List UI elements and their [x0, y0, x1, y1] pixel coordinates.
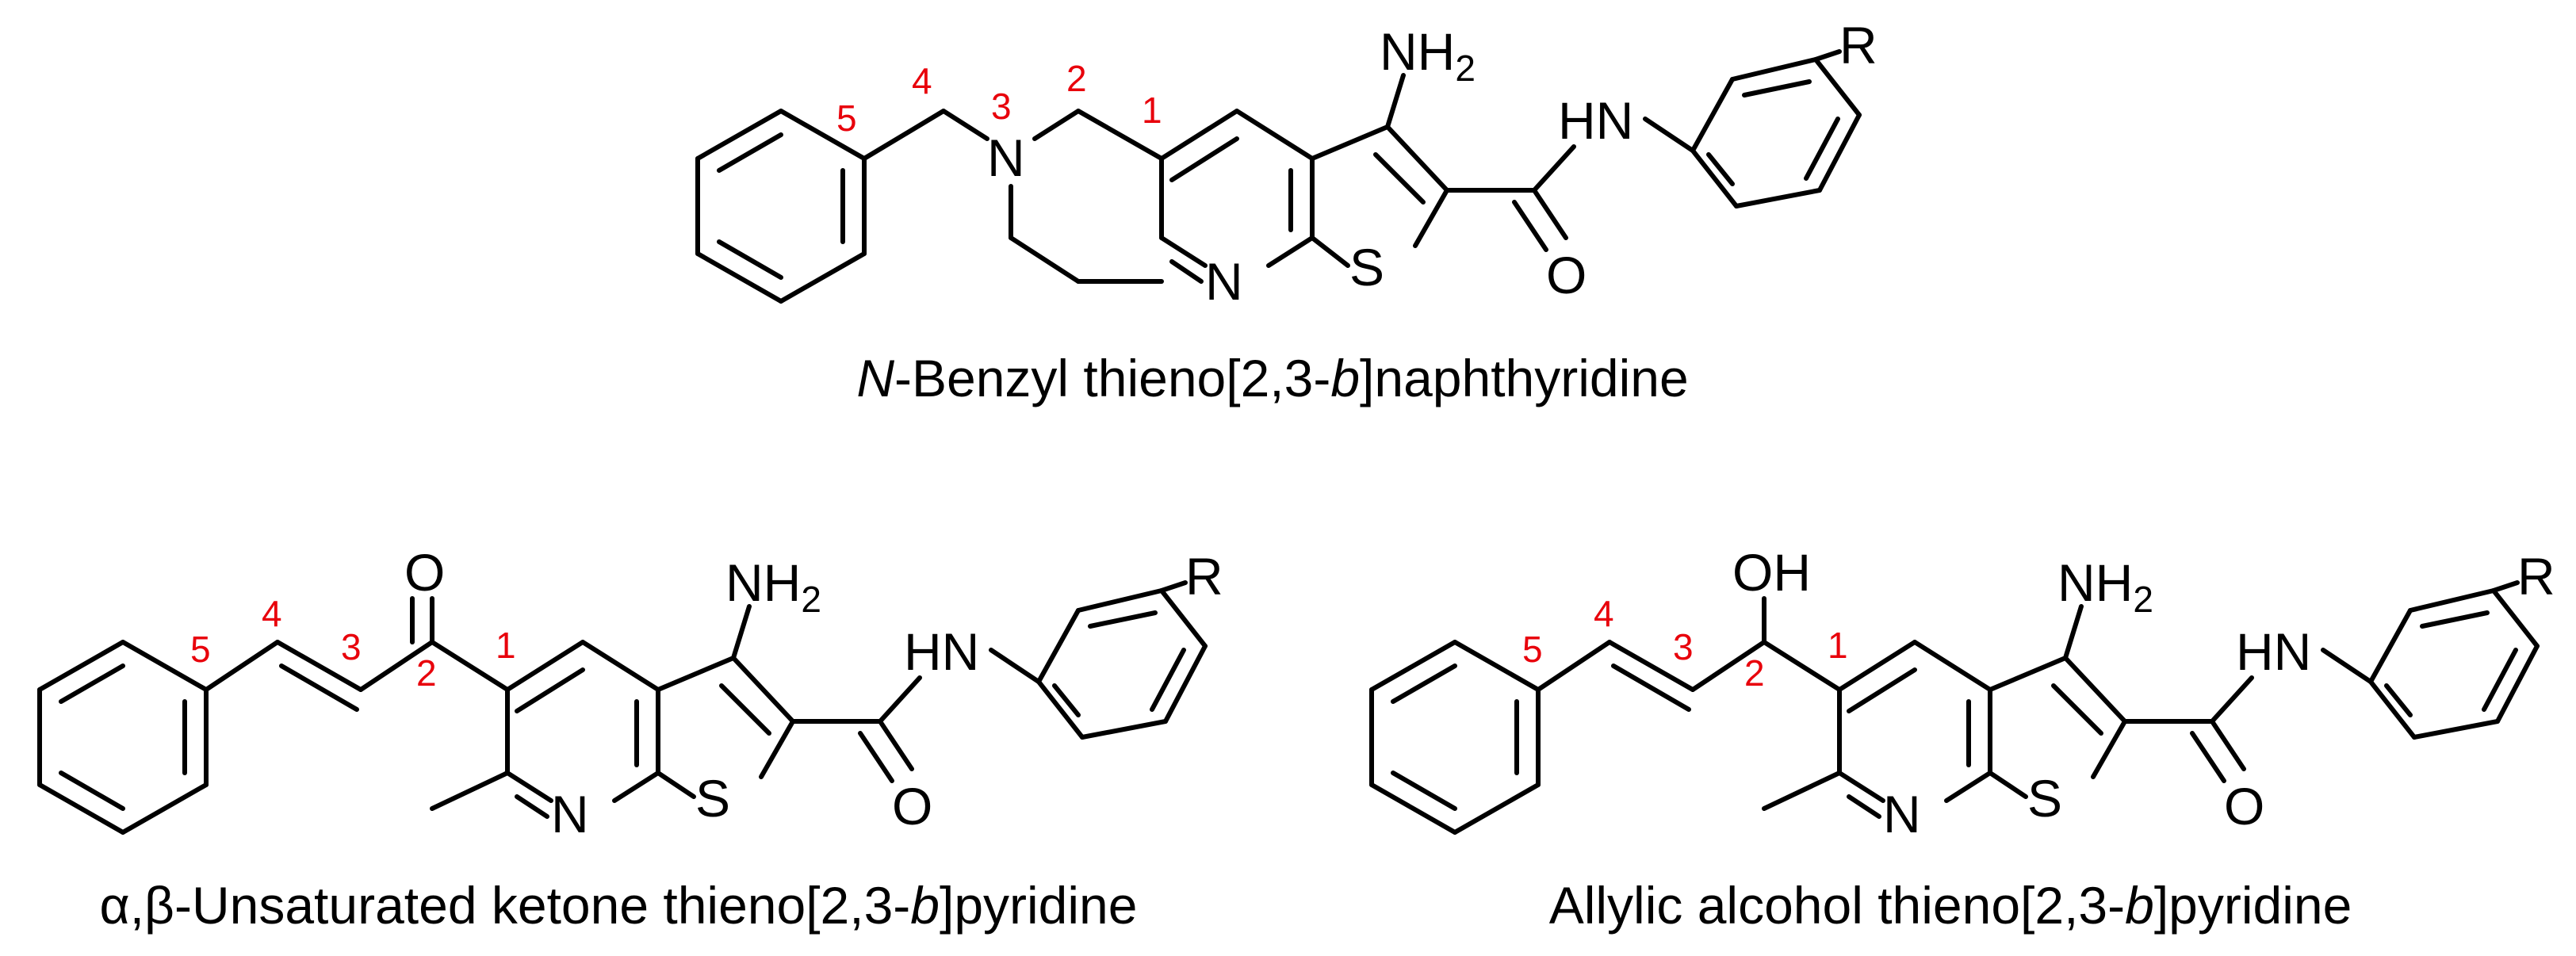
sulfur-label: S [695, 769, 730, 828]
position-number: 5 [1522, 629, 1543, 670]
position-number: 1 [1828, 625, 1848, 666]
nitrogen-label: N [551, 785, 589, 843]
caption: Allylic alcohol thieno[2,3-b]pyridine [1549, 876, 2352, 935]
nitrogen-label: N [1883, 785, 1921, 843]
aryl-ring-1 [1690, 57, 1862, 208]
hydroxyl-label: OH [1732, 543, 1811, 602]
sulfur-label: S [2027, 769, 2062, 828]
position-number: 2 [1066, 58, 1087, 99]
r-group-label: R [1185, 547, 1223, 606]
benzene-ring-2 [37, 640, 209, 835]
amine-label: NH2 [1380, 22, 1476, 89]
position-number: 1 [1142, 90, 1162, 131]
caption: N-Benzyl thieno[2,3-b]naphthyridine [856, 349, 1688, 407]
benzene-ring-3 [1369, 640, 1541, 835]
carbonyl-oxygen-label: O [2224, 777, 2264, 836]
sulfur-label: S [1349, 238, 1384, 296]
r-group-label: R [1839, 16, 1877, 75]
benzene-ring-1 [695, 109, 867, 304]
structure-unsaturated-ketone: O N S NH2 HN O R 1 2 3 4 5 α,β-Unsaturat… [37, 543, 1223, 935]
aryl-ring-3 [2368, 588, 2540, 740]
amide-nh-label: HN [1558, 91, 1633, 150]
position-number: 4 [262, 593, 282, 634]
aryl-ring-2 [1036, 588, 1208, 740]
position-number: 3 [1673, 626, 1694, 667]
structure-allylic-alcohol: OH N S NH2 HN O R 1 2 3 4 5 Allylic alco… [1369, 543, 2555, 935]
position-number: 3 [341, 626, 362, 667]
amine-label: NH2 [2057, 553, 2153, 620]
position-number: 1 [496, 625, 516, 666]
r-group-label: R [2517, 547, 2555, 606]
amine-label: NH2 [725, 553, 821, 620]
caption: α,β-Unsaturated ketone thieno[2,3-b]pyri… [100, 876, 1138, 935]
position-number: 5 [190, 629, 211, 670]
position-number: 2 [1744, 652, 1765, 694]
position-number: 3 [991, 86, 1012, 127]
amide-nh-label: HN [2236, 622, 2311, 681]
position-number: 4 [1594, 593, 1614, 634]
position-number: 2 [416, 652, 437, 694]
nitrogen-label: N [1205, 252, 1243, 311]
ketone-oxygen-label: O [404, 543, 445, 602]
carbonyl-oxygen-label: O [1546, 246, 1587, 304]
carbonyl-oxygen-label: O [892, 777, 932, 836]
amide-nh-label: HN [904, 622, 979, 681]
nitrogen-label: N [987, 128, 1025, 187]
position-number: 4 [912, 60, 932, 101]
structure-n-benzyl-naphthyridine: N N S NH2 HN O R 1 2 3 4 5 N-Benzyl thie… [695, 16, 1877, 407]
position-number: 5 [836, 98, 857, 139]
